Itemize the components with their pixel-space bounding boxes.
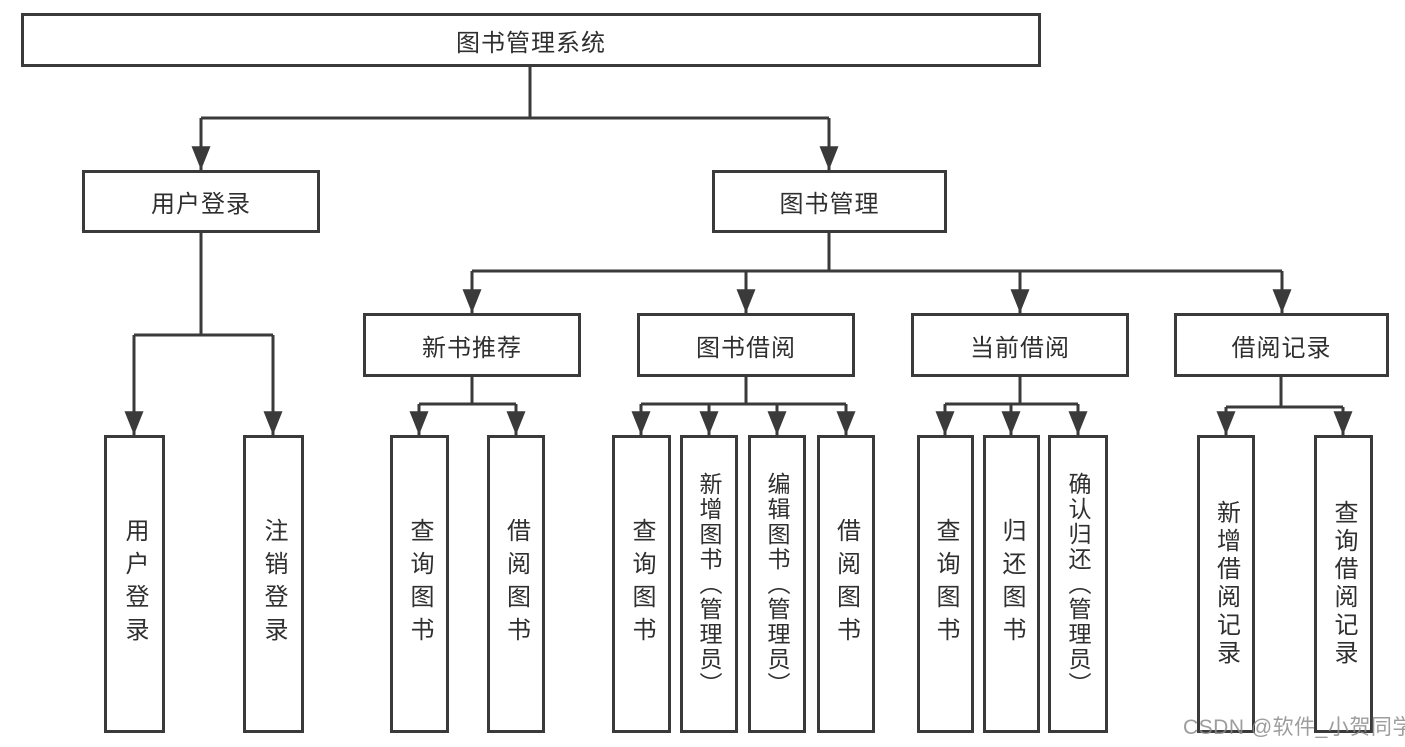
leaf-add-books-admin: 新增图书（管理员） [680, 435, 738, 733]
leaf-query-books-recommend: 查询图书 [390, 435, 449, 733]
leaf-query-books-borrowing: 查询图书 [612, 435, 671, 733]
leaf-label: 查询图书 [628, 518, 655, 650]
leaf-edit-books-admin: 编辑图书（管理员） [748, 435, 806, 733]
leaf-label: 编辑图书（管理员） [764, 471, 790, 697]
leaf-label: 查询图书 [932, 518, 959, 650]
leaf-confirm-return-admin: 确认归还（管理员） [1048, 435, 1108, 733]
node-label: 当前借阅 [970, 334, 1070, 362]
node-borrowing-records: 借阅记录 [1174, 313, 1389, 377]
leaf-logout: 注销登录 [243, 435, 304, 733]
node-library-management-system: 图书管理系统 [21, 13, 1041, 67]
node-new-book-recommendation: 新书推荐 [363, 313, 581, 377]
node-label: 图书借阅 [696, 334, 796, 362]
node-label: 借阅记录 [1231, 334, 1332, 362]
csdn-watermark: CSDN @软件_小贺同学 [1183, 716, 1405, 739]
node-label: 新书推荐 [422, 334, 522, 362]
leaf-query-books-current: 查询图书 [917, 435, 974, 733]
leaf-label: 新增图书（管理员） [696, 471, 722, 697]
leaf-query-borrow-record: 查询借阅记录 [1314, 435, 1373, 733]
node-user-login: 用户登录 [82, 170, 320, 233]
node-label: 图书管理系统 [456, 29, 606, 57]
leaf-label: 借阅图书 [502, 518, 530, 650]
leaf-label: 注销登录 [260, 518, 287, 650]
node-book-borrowing: 图书借阅 [637, 313, 855, 377]
node-current-borrowing: 当前借阅 [911, 313, 1129, 377]
leaf-add-borrow-record: 新增借阅记录 [1197, 435, 1255, 733]
leaf-label: 新增借阅记录 [1212, 500, 1240, 668]
leaf-borrow-books-borrowing: 借阅图书 [817, 435, 875, 733]
leaf-label: 查询图书 [406, 518, 433, 650]
leaf-borrow-books-recommend: 借阅图书 [487, 435, 545, 733]
leaf-user-login: 用户登录 [104, 435, 165, 733]
leaf-label: 确认归还（管理员） [1065, 471, 1091, 697]
node-label: 用户登录 [151, 191, 251, 218]
leaf-return-books: 归还图书 [983, 435, 1040, 733]
leaf-label: 归还图书 [998, 518, 1025, 650]
leaf-label: 借阅图书 [832, 518, 860, 650]
leaf-label: 用户登录 [121, 518, 148, 650]
leaf-label: 查询借阅记录 [1330, 500, 1357, 668]
node-book-management: 图书管理 [712, 170, 947, 233]
node-label: 图书管理 [779, 191, 880, 218]
